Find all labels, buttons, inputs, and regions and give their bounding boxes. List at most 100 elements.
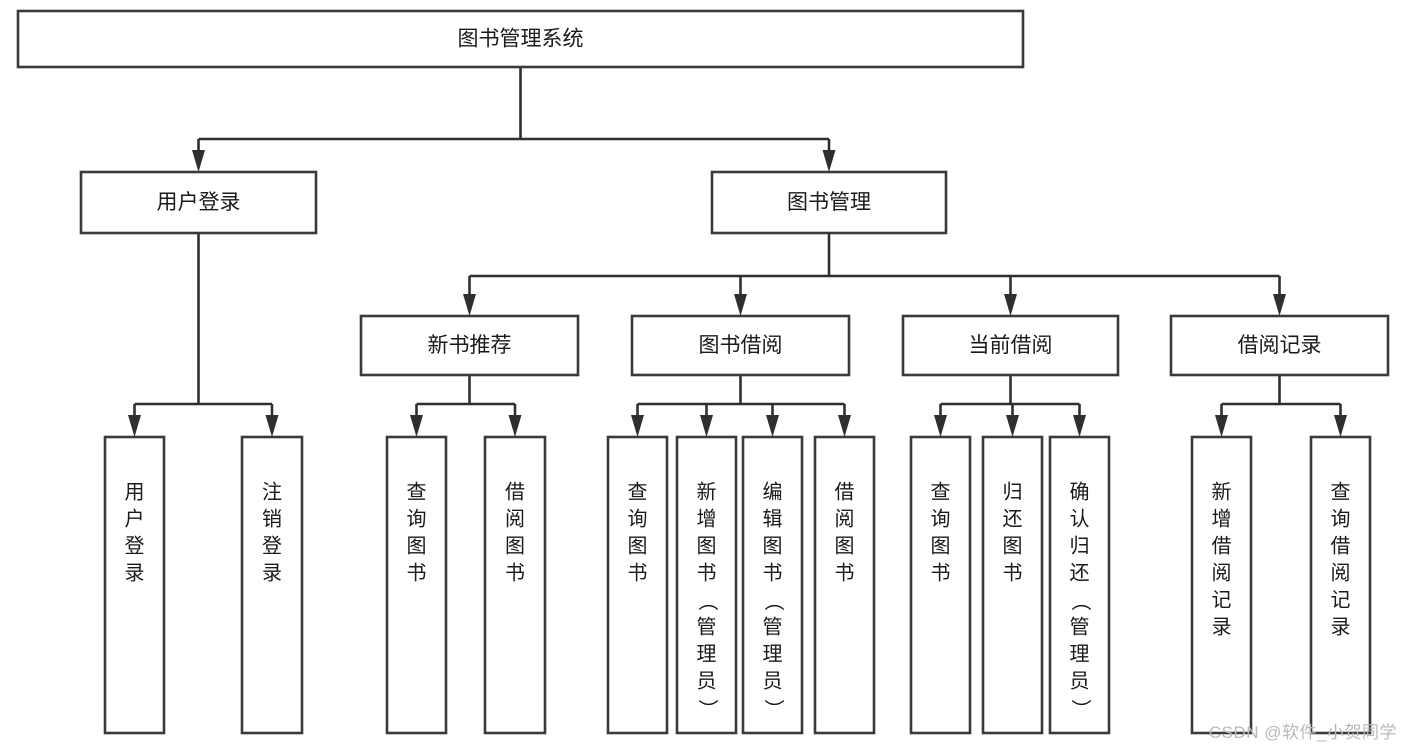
node-leaf-query-record-label-char: 借 — [1331, 534, 1351, 557]
node-new-book-recommend-box[interactable] — [359, 314, 580, 377]
node-leaf-user-login[interactable]: 用户登录 — [103, 435, 166, 735]
node-borrow-record-label: 借阅记录 — [1238, 334, 1322, 357]
node-leaf-borrow-book-b-label-char: 阅 — [835, 507, 855, 530]
node-leaf-borrow-book-b-label-char: 借 — [835, 480, 855, 503]
node-root-system[interactable]: 图书管理系统 — [16, 9, 1025, 69]
node-borrow-record[interactable]: 借阅记录 — [1169, 314, 1390, 377]
node-leaf-user-logout-label-char: 登 — [262, 534, 282, 557]
node-leaf-borrow-book-a-box[interactable] — [483, 435, 547, 735]
node-leaf-query-book-b-label-char: 询 — [628, 507, 648, 530]
node-book-borrow-label: 图书借阅 — [699, 334, 783, 357]
node-leaf-query-book-a-label-char: 查 — [407, 480, 427, 503]
node-leaf-add-record-box[interactable] — [1190, 435, 1253, 735]
node-user-login-box[interactable] — [79, 170, 318, 235]
node-leaf-add-book-label-char: ） — [696, 699, 719, 719]
node-leaf-return-book-label-char: 归 — [1003, 480, 1023, 503]
node-leaf-confirm-return-label-char: （ — [1069, 591, 1092, 611]
node-new-book-recommend[interactable]: 新书推荐 — [359, 314, 580, 377]
node-leaf-add-record-label-char: 新 — [1212, 480, 1232, 503]
node-leaf-query-book-c-label-char: 图 — [931, 535, 951, 557]
node-book-borrow-box[interactable] — [630, 314, 851, 377]
node-leaf-return-book-label-char: 书 — [1003, 561, 1023, 584]
node-leaf-user-logout-label-char: 录 — [262, 562, 282, 584]
node-leaf-user-login-label-char: 录 — [125, 562, 145, 584]
node-current-borrow-label: 当前借阅 — [969, 334, 1053, 357]
node-leaf-borrow-book-a-label-char: 阅 — [505, 507, 525, 530]
node-leaf-query-book-c-box[interactable] — [909, 435, 972, 735]
node-leaf-confirm-return-label-char: ） — [1069, 699, 1092, 719]
node-leaf-query-book-c-label-char: 书 — [931, 561, 951, 584]
node-leaf-add-book-label-char: 管 — [697, 615, 717, 638]
node-leaf-confirm-return-box[interactable] — [1048, 435, 1111, 735]
node-book-borrow[interactable]: 图书借阅 — [630, 314, 851, 377]
node-root-system-label: 图书管理系统 — [458, 28, 584, 51]
node-leaf-borrow-book-a-label-char: 图 — [505, 535, 525, 557]
node-leaf-edit-book-label-char: 理 — [763, 643, 783, 665]
node-leaf-user-logout-box[interactable] — [240, 435, 304, 735]
node-current-borrow-box[interactable] — [901, 314, 1120, 377]
node-leaf-add-book-label-char: （ — [696, 591, 719, 611]
node-leaf-user-login-box[interactable] — [103, 435, 166, 735]
node-book-manage-label: 图书管理 — [787, 191, 871, 214]
node-leaf-borrow-book-b-box[interactable] — [813, 435, 876, 735]
node-leaf-user-login-label-char: 户 — [125, 507, 145, 530]
node-leaf-edit-book-label-char: ） — [762, 699, 785, 719]
node-leaf-confirm-return-label-char: 管 — [1070, 615, 1090, 638]
node-root-system-box[interactable] — [16, 9, 1025, 69]
node-current-borrow[interactable]: 当前借阅 — [901, 314, 1120, 377]
node-book-manage-box[interactable] — [710, 170, 948, 235]
node-leaf-add-book-label-char: 理 — [697, 643, 717, 665]
node-leaf-return-book-label-char: 还 — [1003, 507, 1023, 530]
node-leaf-add-record-label-char: 录 — [1212, 616, 1232, 638]
node-leaf-edit-book-label-char: 辑 — [763, 507, 783, 530]
node-book-manage[interactable]: 图书管理 — [710, 170, 948, 235]
node-leaf-query-book-a-label-char: 询 — [407, 507, 427, 530]
node-leaf-add-book-label-char: 书 — [697, 561, 717, 584]
node-borrow-record-box[interactable] — [1169, 314, 1390, 377]
node-leaf-confirm-return-label-char: 归 — [1070, 534, 1090, 557]
node-leaf-add-record-label-char: 借 — [1212, 534, 1232, 557]
node-leaf-query-record-box[interactable] — [1309, 435, 1372, 735]
node-leaf-confirm-return-label-char: 还 — [1070, 561, 1090, 584]
node-leaf-query-book-b-label-char: 书 — [628, 561, 648, 584]
node-leaf-add-book-label-char: 员 — [697, 670, 717, 692]
csdn-watermark: CSDN @软件_小贺同学 — [1208, 723, 1397, 742]
node-leaf-add-book-box[interactable] — [675, 435, 738, 735]
node-leaf-edit-book-label-char: 书 — [763, 561, 783, 584]
node-leaf-add-record-label-char: 增 — [1212, 507, 1232, 530]
node-leaf-return-book-label-char: 图 — [1003, 535, 1023, 557]
node-leaf-query-record-label-char: 询 — [1331, 507, 1351, 530]
node-leaf-query-record-label-char: 录 — [1331, 616, 1351, 638]
node-leaf-edit-book-box[interactable] — [741, 435, 804, 735]
node-leaf-confirm-return-label-char: 理 — [1070, 643, 1090, 665]
node-leaf-query-book-a-box[interactable] — [385, 435, 448, 735]
node-leaf-edit-book-label-char: 员 — [763, 670, 783, 692]
node-leaf-query-book-c-label-char: 询 — [931, 507, 951, 530]
node-layer: 图书管理系统用户登录图书管理新书推荐图书借阅当前借阅借阅记录用户登录注销登录查询… — [16, 9, 1390, 735]
node-leaf-query-book-b-box[interactable] — [606, 435, 669, 735]
node-leaf-return-book-box[interactable] — [981, 435, 1044, 735]
node-leaf-query-book-b-label-char: 查 — [628, 480, 648, 503]
node-leaf-query-book-a-label-char: 书 — [407, 561, 427, 584]
node-leaf-add-book-label-char: 图 — [697, 535, 717, 557]
node-user-login[interactable]: 用户登录 — [79, 170, 318, 235]
node-leaf-borrow-book-a-label-char: 书 — [505, 561, 525, 584]
node-leaf-borrow-book-b-label-char: 书 — [835, 561, 855, 584]
node-leaf-edit-book-label-char: 管 — [763, 615, 783, 638]
node-leaf-user-logout-label-char: 销 — [262, 507, 282, 530]
node-leaf-query-record-label-char: 记 — [1331, 588, 1351, 611]
